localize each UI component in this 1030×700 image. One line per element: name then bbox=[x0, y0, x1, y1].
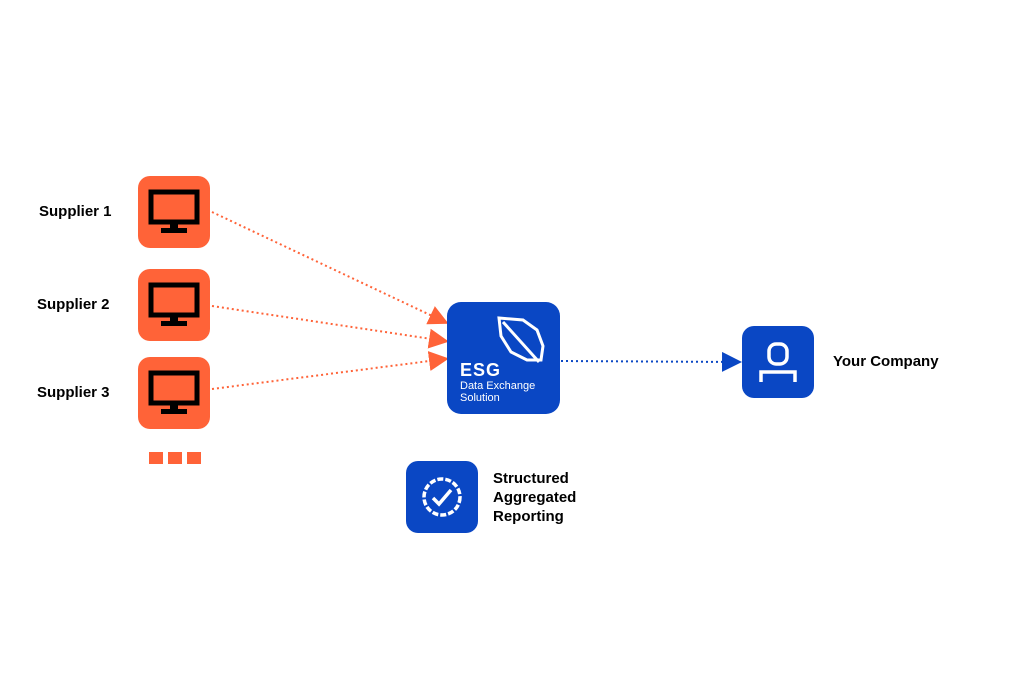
supplier-2-node bbox=[138, 269, 210, 341]
report-node bbox=[406, 461, 478, 533]
arrow-supplier-3-to-hub bbox=[211, 351, 449, 390]
company-label: Your Company bbox=[833, 353, 939, 370]
user-icon bbox=[759, 342, 797, 382]
esg-hub-node: ESG Data Exchange Solution bbox=[447, 302, 560, 414]
more-suppliers-indicator bbox=[149, 452, 201, 464]
ellipsis-square bbox=[168, 452, 182, 464]
ellipsis-square bbox=[149, 452, 163, 464]
arrow-supplier-2-to-hub bbox=[211, 305, 449, 349]
report-label: Structured Aggregated Reporting bbox=[493, 470, 577, 525]
supplier-2-label: Supplier 2 bbox=[37, 296, 110, 313]
ellipsis-square bbox=[187, 452, 201, 464]
arrow-supplier-1-to-hub bbox=[211, 211, 449, 325]
company-node bbox=[742, 326, 814, 398]
supplier-3-node bbox=[138, 357, 210, 429]
supplier-1-node bbox=[138, 176, 210, 248]
hub-title: ESG bbox=[460, 360, 502, 380]
monitor-icon bbox=[148, 282, 200, 326]
arrow-hub-to-company bbox=[560, 351, 742, 372]
leaf-icon bbox=[497, 316, 545, 364]
monitor-icon bbox=[148, 189, 200, 233]
supplier-3-label: Supplier 3 bbox=[37, 384, 110, 401]
monitor-icon bbox=[148, 370, 200, 414]
hub-subtitle: Data Exchange Solution bbox=[460, 380, 536, 404]
check-circle-icon bbox=[422, 477, 462, 517]
supplier-1-label: Supplier 1 bbox=[39, 203, 112, 220]
